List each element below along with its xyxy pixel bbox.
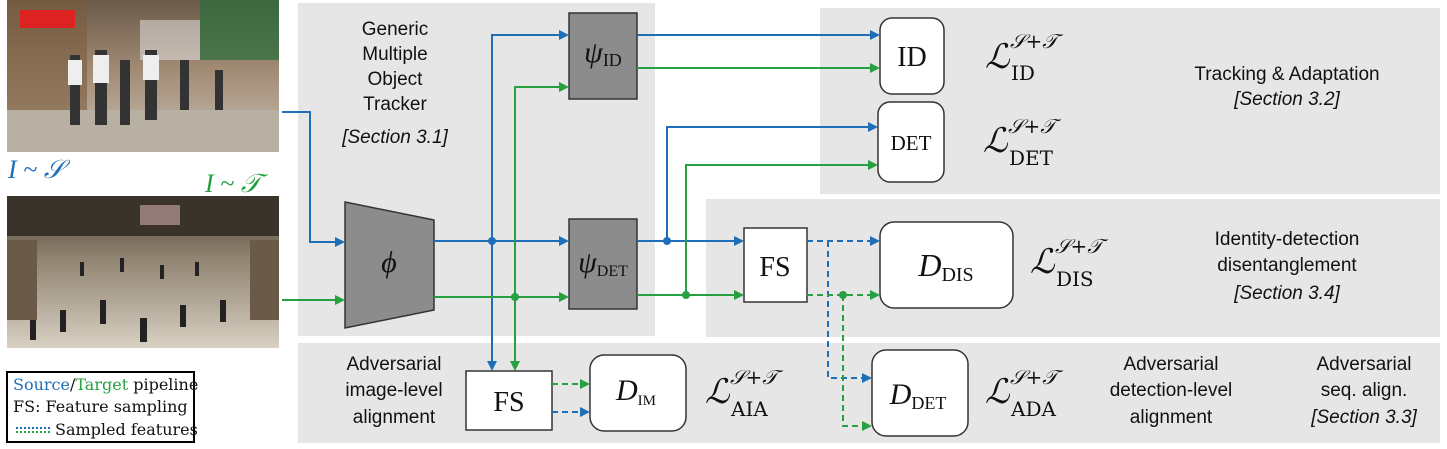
loss-ada: ℒ 𝒮+𝒯 ADA: [985, 365, 1064, 421]
svg-text:𝒮+𝒯: 𝒮+𝒯: [1055, 234, 1109, 258]
svg-text:Multiple: Multiple: [362, 44, 427, 65]
id-head-box: ID: [879, 17, 945, 95]
svg-text:DIM: DIM: [615, 374, 656, 409]
svg-text:ψDET: ψDET: [578, 246, 628, 280]
svg-text:ψID: ψID: [584, 36, 622, 70]
svg-text:FS: FS: [493, 387, 524, 418]
svg-text:DIS: DIS: [1056, 267, 1094, 291]
svg-text:AIA: AIA: [730, 397, 768, 421]
legend-target: Target: [75, 375, 128, 394]
source-label: I ~ 𝒮: [7, 155, 71, 184]
svg-text:DDET: DDET: [889, 378, 947, 413]
svg-text:Adversarial: Adversarial: [1316, 354, 1411, 375]
tracking-title: Tracking & Adaptation [Section 3.2]: [1194, 64, 1379, 110]
svg-text:Tracking & Adaptation: Tracking & Adaptation: [1194, 64, 1379, 85]
svg-text:ℒ: ℒ: [983, 121, 1009, 161]
svg-text:𝒮+𝒯: 𝒮+𝒯: [730, 365, 784, 389]
svg-text:ℒ: ℒ: [705, 372, 731, 412]
d-det-box: DDET: [871, 349, 969, 437]
svg-text:disentanglement: disentanglement: [1217, 255, 1357, 276]
psi-det-box: ψDET: [568, 218, 638, 310]
svg-text:ϕ: ϕ: [381, 246, 397, 279]
loss-det: ℒ 𝒮+𝒯 DET: [983, 114, 1062, 170]
svg-text:𝒮+𝒯: 𝒮+𝒯: [1010, 29, 1064, 53]
svg-text:[Section 3.4]: [Section 3.4]: [1233, 283, 1340, 304]
loss-id: ℒ 𝒮+𝒯 ID: [985, 29, 1064, 85]
fs-box-adversarial: FS: [465, 370, 553, 431]
legend-sampled: Sampled features: [55, 420, 198, 439]
legend: Source/Target pipeline FS: Feature sampl…: [6, 371, 198, 443]
svg-text:DDIS: DDIS: [917, 247, 973, 286]
loss-dis: ℒ 𝒮+𝒯 DIS: [1030, 234, 1109, 291]
svg-text:Adversarial: Adversarial: [1123, 354, 1218, 375]
svg-text:ℒ: ℒ: [1030, 242, 1056, 282]
legend-source: Source: [13, 375, 70, 394]
svg-text:Source/Target pipeline: Source/Target pipeline: [13, 375, 198, 394]
svg-text:Tracker: Tracker: [363, 94, 427, 115]
svg-text:DET: DET: [1009, 146, 1054, 170]
adv-detection-title: Adversarial detection-level alignment: [1110, 354, 1233, 428]
svg-text:alignment: alignment: [353, 407, 436, 428]
svg-text:[Section 3.3]: [Section 3.3]: [1310, 407, 1417, 428]
svg-text:[Section 3.2]: [Section 3.2]: [1233, 89, 1340, 110]
psi-id-box: ψID: [568, 12, 638, 100]
adv-image-title: Adversarial image-level alignment: [345, 354, 442, 428]
svg-text:image-level: image-level: [345, 380, 442, 401]
legend-fs: FS: Feature sampling: [13, 397, 188, 416]
source-flow: [282, 30, 880, 417]
svg-text:alignment: alignment: [1130, 407, 1213, 428]
svg-text:DET: DET: [891, 131, 932, 155]
svg-text:Adversarial: Adversarial: [346, 354, 441, 375]
target-junctions: [511, 291, 847, 301]
svg-text:FS: FS: [759, 252, 790, 283]
backbone-phi: ϕ: [344, 201, 435, 329]
svg-text:Object: Object: [368, 69, 424, 90]
source-junctions: [488, 237, 671, 245]
svg-text:ID: ID: [1011, 61, 1035, 85]
fs-box-disentangle: FS: [743, 227, 808, 303]
det-head-box: DET: [877, 101, 945, 183]
svg-text:[Section 3.1]: [Section 3.1]: [341, 127, 448, 148]
disentangle-title: Identity-detection disentanglement [Sect…: [1215, 229, 1360, 304]
d-dis-box: DDIS: [879, 221, 1014, 309]
adv-seq-title: Adversarial seq. align. [Section 3.3]: [1310, 354, 1417, 428]
target-image: [7, 196, 279, 348]
tracker-title: Generic Multiple Object Tracker [Section…: [341, 19, 448, 148]
svg-text:ℒ: ℒ: [985, 372, 1011, 412]
svg-text:seq. align.: seq. align.: [1321, 380, 1408, 401]
svg-text:Generic: Generic: [362, 19, 429, 40]
svg-text:Identity-detection: Identity-detection: [1215, 229, 1360, 250]
svg-text:detection-level: detection-level: [1110, 380, 1233, 401]
svg-text:𝒮+𝒯: 𝒮+𝒯: [1008, 114, 1062, 138]
target-label: I ~ 𝒯: [204, 169, 269, 198]
svg-text:ℒ: ℒ: [985, 37, 1011, 77]
d-im-box: DIM: [589, 354, 687, 432]
loss-aia: ℒ 𝒮+𝒯 AIA: [705, 365, 784, 421]
svg-text:ID: ID: [897, 42, 927, 73]
source-image: [7, 0, 279, 152]
svg-text:ADA: ADA: [1010, 397, 1056, 421]
svg-text:𝒮+𝒯: 𝒮+𝒯: [1010, 365, 1064, 389]
